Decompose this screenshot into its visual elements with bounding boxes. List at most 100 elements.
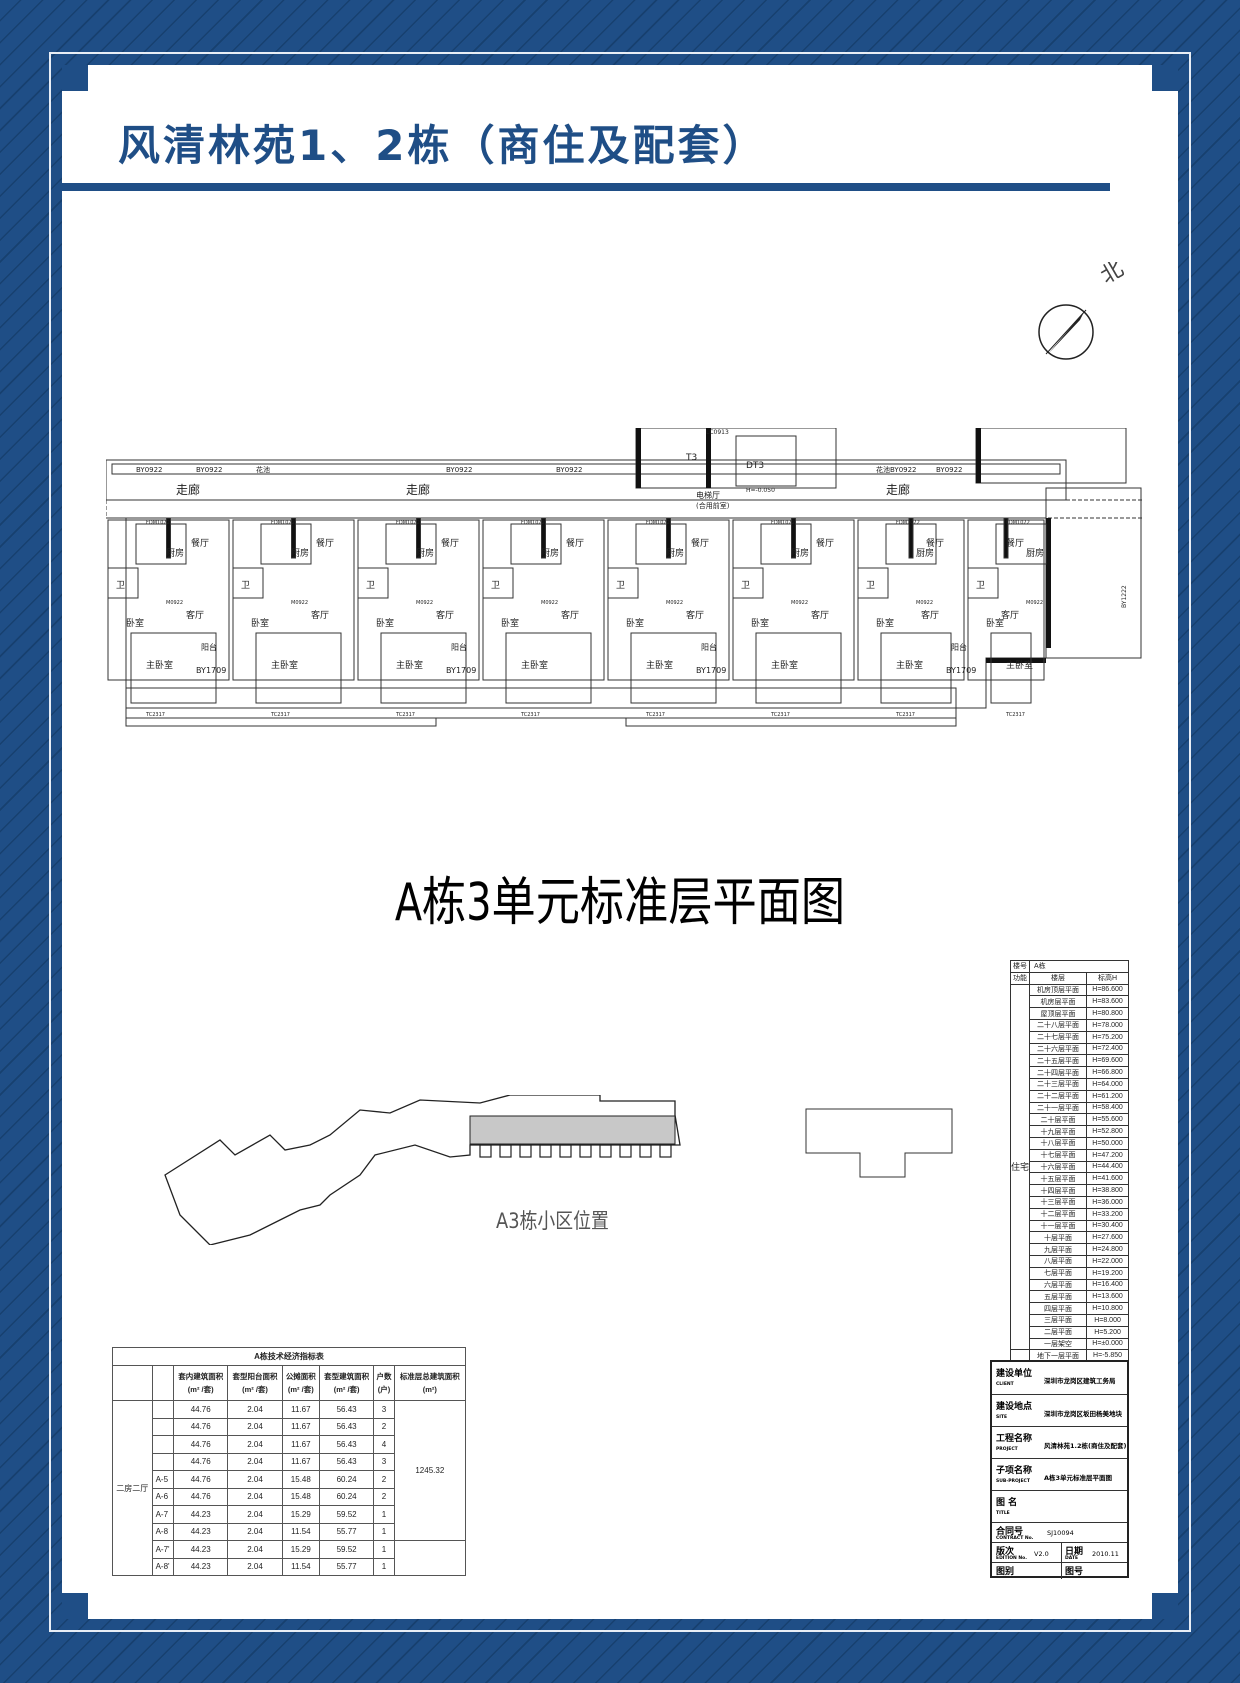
top-window-label: 花池 <box>256 465 270 474</box>
cell-gross: 56.43 <box>318 1400 375 1419</box>
site-location-map <box>164 1095 681 1245</box>
floor-height: H=19.200 <box>1086 1266 1129 1280</box>
master-bedroom-room <box>130 632 217 704</box>
cell-count: 2 <box>373 1417 395 1436</box>
poster-frame <box>49 52 1191 1632</box>
floor-name: 十七层平面 <box>1029 1148 1088 1162</box>
dining-label: 餐厅 <box>691 537 709 549</box>
fire-door-label: FDM1022 <box>896 520 920 526</box>
site-balcony-mark <box>499 1144 512 1158</box>
core-elevation: H=-0.050 <box>746 487 775 494</box>
site-balcony-mark <box>559 1144 572 1158</box>
floor-plan: 厨房餐厅客厅卧室主卧室卫M0922FDM1022TC2317阳台BY1709厨房… <box>106 428 1144 727</box>
wc-label: 卫 <box>491 581 500 591</box>
kitchen-room <box>760 523 812 565</box>
cell-inner: 44.23 <box>173 1540 229 1559</box>
contract-value: SJ10094 <box>1047 1529 1074 1537</box>
door-code-label: M0922 <box>166 600 183 606</box>
floor-name: 五层平面 <box>1029 1290 1088 1304</box>
door-code-label: M0922 <box>1026 600 1043 606</box>
edition-label: 版次 <box>996 1547 1015 1557</box>
building-value: A栋 <box>1029 960 1129 973</box>
site-balcony-mark <box>599 1144 612 1158</box>
adjacent-building-outline <box>805 1108 953 1178</box>
wc-label: 卫 <box>741 581 750 591</box>
project-en: PROJECT <box>996 1447 1018 1452</box>
floor-name: 七层平面 <box>1029 1266 1088 1280</box>
master-bedroom-room <box>755 632 842 704</box>
master-bedroom-label: 主卧室 <box>1006 659 1033 671</box>
floor-height: H=8.000 <box>1086 1313 1129 1327</box>
cell-balcony: 2.04 <box>227 1557 283 1576</box>
floor-height: H=24.800 <box>1086 1243 1129 1256</box>
floor-height: H=66.800 <box>1086 1066 1129 1079</box>
master-bedroom-label: 主卧室 <box>146 659 173 671</box>
cell-balcony: 2.04 <box>227 1452 283 1471</box>
contract-en: CONTRACT No. <box>996 1536 1034 1541</box>
column-header: 套内建筑面积(m² /套) <box>173 1365 229 1401</box>
floor-name: 九层平面 <box>1029 1243 1088 1256</box>
floor-height: H=±0.000 <box>1086 1337 1129 1351</box>
balcony-label: 阳台 <box>951 642 967 652</box>
cell-count: 1 <box>373 1522 395 1541</box>
cell-gross: 55.77 <box>318 1522 375 1541</box>
cell-count: 2 <box>373 1470 395 1489</box>
total-area: 1245.32 <box>393 1400 467 1541</box>
function-label: 功能 <box>1009 971 1031 985</box>
dining-label: 餐厅 <box>816 537 834 549</box>
drawing-title-label: 图 名 <box>996 1498 1018 1508</box>
wall <box>541 517 546 559</box>
living-label: 客厅 <box>311 609 329 621</box>
floor-height: H=27.600 <box>1086 1231 1129 1245</box>
master-bedroom-label: 主卧室 <box>521 659 548 671</box>
wall <box>666 517 671 559</box>
fire-door-label: FDM1022 <box>771 520 795 526</box>
cell-shared: 11.54 <box>281 1522 320 1541</box>
floor-name: 机房层平面 <box>1029 995 1088 1009</box>
floor-height: H=16.400 <box>1086 1278 1129 1292</box>
cell-count: 1 <box>373 1505 395 1524</box>
corridor-label: 走廊 <box>406 482 430 497</box>
dining-label: 餐厅 <box>191 537 209 549</box>
bedroom-label: 卧室 <box>626 617 644 629</box>
door-code-label: M0922 <box>416 600 433 606</box>
cell-inner: 44.76 <box>173 1452 229 1471</box>
kitchen-label: 厨房 <box>291 547 309 559</box>
floor-height: H=80.800 <box>1086 1007 1129 1020</box>
floor-height: H=78.000 <box>1086 1018 1129 1032</box>
wc-label: 卫 <box>976 581 985 591</box>
cell-inner: 44.76 <box>173 1400 229 1419</box>
floor-name: 四层平面 <box>1029 1302 1088 1315</box>
fire-door-label: FDM1022 <box>1006 520 1030 526</box>
page-title: 风清林苑1、2栋（商住及配套） <box>118 121 768 170</box>
top-window-label: 花池BY0922 <box>876 465 917 474</box>
kitchen-room <box>135 523 187 565</box>
date-value: 2010.11 <box>1092 1550 1119 1558</box>
bedroom-label: 卧室 <box>251 617 269 629</box>
wc-label: 卫 <box>616 581 625 591</box>
cell-shared: 15.48 <box>281 1487 320 1506</box>
column-header: 户数(户) <box>373 1365 395 1401</box>
date-en: DATE <box>1065 1556 1079 1561</box>
master-bedroom-room <box>255 632 342 704</box>
living-label: 客厅 <box>561 609 579 621</box>
floor-name: 二十七层平面 <box>1029 1030 1088 1044</box>
door-code-label: M0922 <box>916 600 933 606</box>
